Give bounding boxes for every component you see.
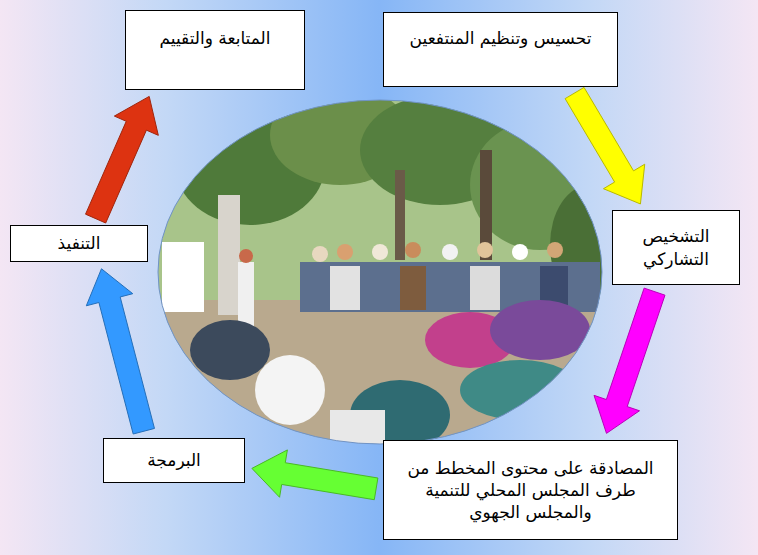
photo-ground [150, 300, 610, 460]
step-box: المتابعة والتقييم [125, 10, 305, 90]
step-label: المصادقة على محتوى المخطط من طرف المجلس … [390, 457, 671, 523]
step-label: التنفيذ [17, 232, 141, 254]
person-head [405, 242, 421, 258]
women-group [460, 360, 580, 420]
step-box: التنفيذ [10, 225, 148, 262]
person-head [477, 242, 493, 258]
block-arrow [594, 288, 665, 433]
women-group [490, 300, 590, 360]
step-label: التشخيص التشاركي [619, 225, 733, 269]
block-arrow [86, 269, 154, 434]
step-label: البرمجة [110, 449, 238, 471]
stone-pillar [218, 195, 240, 315]
seated-person [470, 266, 500, 310]
photo-border [158, 100, 602, 444]
person-head [239, 249, 253, 263]
step-label: تحسيس وتنظيم المنتفعين [390, 27, 611, 49]
person-head [512, 244, 528, 260]
step-box: المصادقة على محتوى المخطط من طرف المجلس … [383, 440, 678, 540]
seated-person [400, 266, 426, 310]
seated-person [190, 320, 270, 380]
seated-person [330, 266, 360, 310]
tree-trunk [395, 170, 405, 260]
block-arrow [252, 450, 378, 500]
flip-chart [162, 242, 204, 312]
photo-scene [150, 85, 630, 460]
step-box: التشخيص التشاركي [612, 210, 740, 285]
step-label: المتابعة والتقييم [132, 27, 298, 49]
person-head [547, 242, 563, 258]
step-box: البرمجة [103, 438, 245, 483]
person-head [337, 244, 353, 260]
seated-person [255, 355, 325, 425]
person-head [442, 244, 458, 260]
block-arrow [86, 96, 159, 223]
person-head [312, 246, 328, 262]
step-box: تحسيس وتنظيم المنتفعين [383, 12, 618, 87]
block-arrow [565, 87, 645, 204]
person-head [372, 244, 388, 260]
photo-foliage [150, 95, 610, 455]
